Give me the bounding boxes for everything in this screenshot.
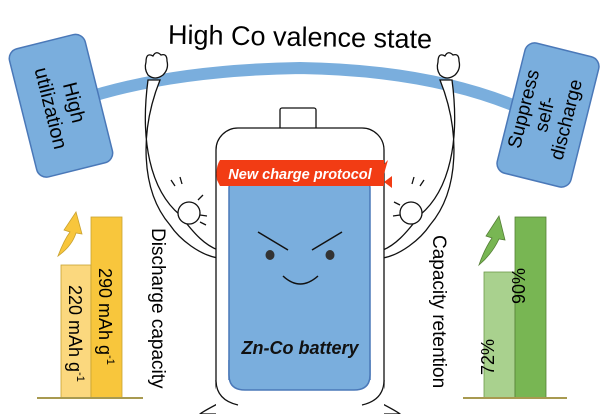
right-axis-label: Capacity retention [428, 235, 449, 388]
smile [282, 275, 319, 285]
bar-90 [514, 216, 547, 399]
battery: Zn-Co battery [215, 107, 385, 414]
bar-220 [60, 264, 92, 399]
headband: New charge protocol [216, 160, 392, 188]
right-bar-label-90: 90% [509, 268, 529, 304]
left-eye [265, 250, 275, 260]
right-bar-label-72: 72% [478, 339, 498, 375]
right-chart: 72% 90% Capacity retention [428, 215, 567, 399]
right-eye [325, 250, 335, 260]
left-axis-label: Discharge capacity [147, 228, 168, 389]
battery-label: Zn-Co battery [241, 338, 360, 358]
left-eyebrow [257, 231, 289, 251]
green-up-arrow-icon [478, 215, 506, 267]
battery-terminal [279, 107, 317, 131]
left-weight: High utilization [8, 33, 114, 178]
left-bar-label-220: 220 mAh g-1 [65, 285, 86, 382]
bar-290 [90, 216, 123, 399]
right-weight: Suppress self- discharge [496, 42, 600, 188]
title: High Co valence state [168, 20, 433, 55]
right-eyebrow [311, 231, 343, 251]
left-bar-label-290: 290 mAh g-1 [95, 268, 116, 365]
barbell-bar [78, 61, 523, 114]
left-chart: 220 mAh g-1 290 mAh g-1 Discharge capaci… [37, 211, 168, 399]
bar-72 [483, 271, 516, 399]
yellow-up-arrow-icon [57, 211, 83, 258]
headband-label: New charge protocol [228, 167, 372, 183]
